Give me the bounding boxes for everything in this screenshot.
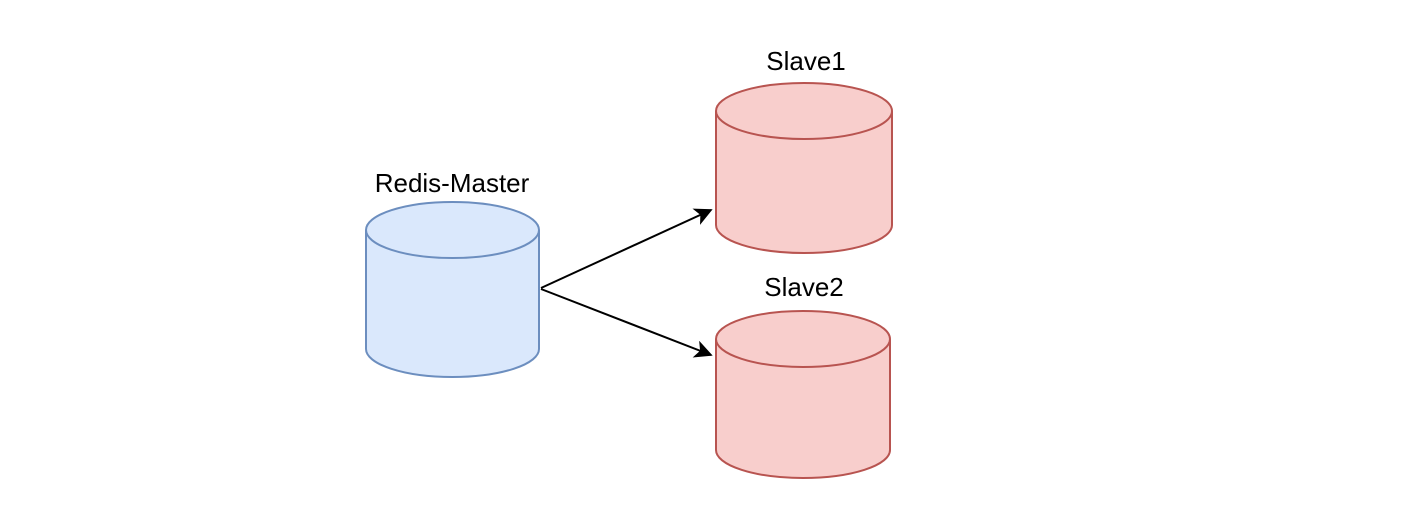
edge-master-to-slave1[interactable] xyxy=(540,208,713,289)
node-slave2[interactable] xyxy=(715,310,891,479)
cylinder-body-slave1 xyxy=(715,82,893,254)
edge-group xyxy=(540,208,713,358)
node-redis-master[interactable] xyxy=(365,201,540,378)
node-slave1[interactable] xyxy=(715,82,893,254)
node-label-redis-master: Redis-Master xyxy=(374,168,530,198)
cylinder-body-slave2 xyxy=(715,310,891,479)
node-label-slave1: Slave1 xyxy=(766,46,846,76)
cylinder-body-redis-master xyxy=(365,201,540,378)
cylinder-rim-redis-master xyxy=(365,229,540,259)
node-label-slave2: Slave2 xyxy=(764,272,844,302)
cylinder-rim-slave2 xyxy=(715,338,891,368)
cylinder-rim-slave1 xyxy=(715,110,893,140)
edge-master-to-slave2[interactable] xyxy=(540,288,713,358)
